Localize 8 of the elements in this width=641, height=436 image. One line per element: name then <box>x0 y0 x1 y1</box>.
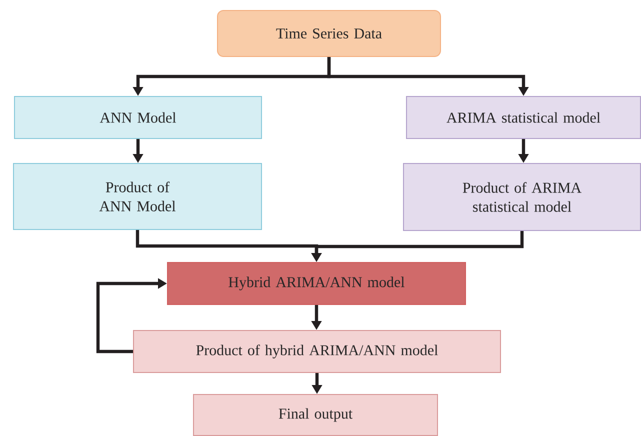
model-box: ARIMA statistical model <box>406 96 641 139</box>
model-box: ANN Model <box>14 96 262 139</box>
hybrid-model-box: Hybrid ARIMA/ANN model <box>167 262 466 305</box>
output-box: Product of ANN Model <box>13 163 262 230</box>
input-box: Time Series Data <box>217 10 441 57</box>
output-box: Product of ARIMA statistical model <box>403 163 641 231</box>
final-output-box: Final output <box>193 394 438 436</box>
output-box: Product of hybrid ARIMA/ANN model <box>133 330 501 373</box>
